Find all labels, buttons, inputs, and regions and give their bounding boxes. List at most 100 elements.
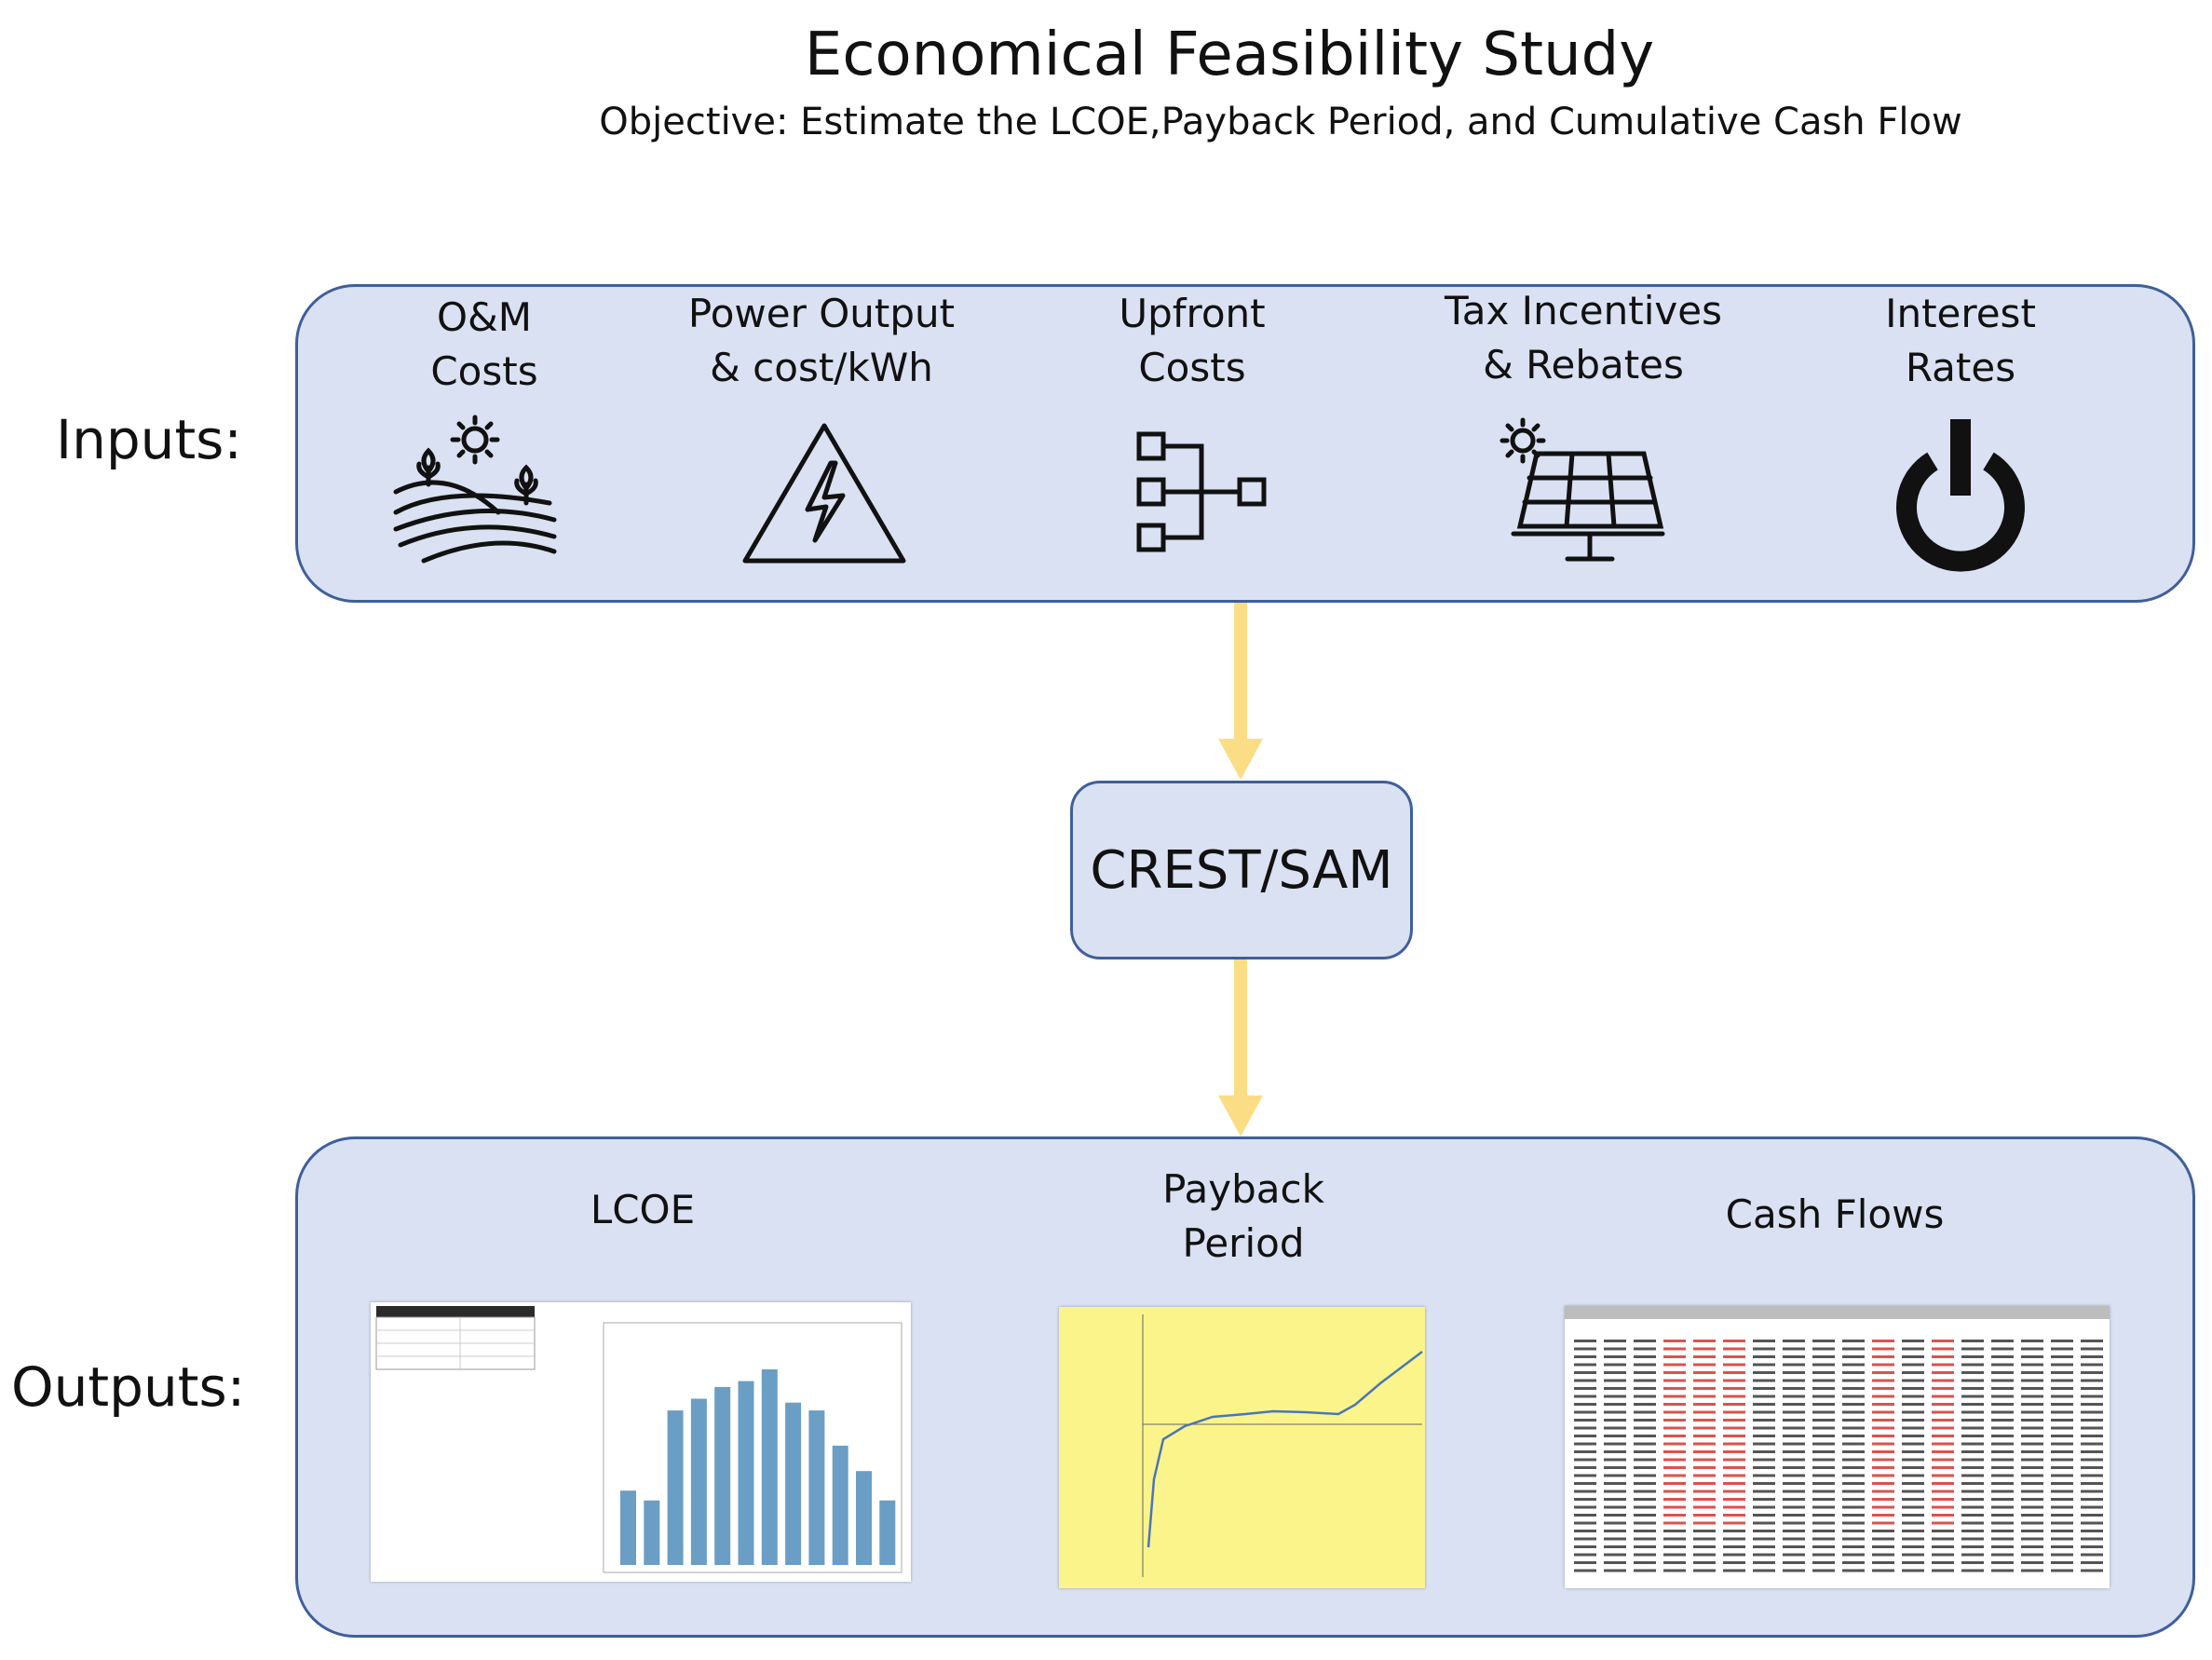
table-cell: [1991, 1553, 2014, 1557]
table-cell: [1753, 1514, 1775, 1517]
table-cell: [1842, 1387, 1865, 1390]
table-cell: [1574, 1419, 1596, 1422]
table-cell: [1991, 1521, 2014, 1525]
table-cell: [1604, 1426, 1626, 1430]
table-cell: [1991, 1514, 2014, 1517]
cash-flow-table-thumbnail: [1565, 1306, 2110, 1588]
table-cell: [1723, 1419, 1745, 1422]
table-cell: [1872, 1395, 1894, 1398]
table-cell: [1842, 1466, 1865, 1469]
table-cell: [1872, 1490, 1894, 1493]
table-cell: [2021, 1347, 2043, 1351]
table-cell: [2081, 1474, 2103, 1477]
table-cell: [2051, 1458, 2073, 1462]
table-cell: [1574, 1410, 1596, 1414]
bar: [714, 1386, 731, 1565]
input-label-line1: Power Output: [687, 291, 956, 336]
table-cell: [2081, 1395, 2103, 1398]
table-cell: [1723, 1553, 1745, 1557]
bar-chart-bars: [620, 1369, 896, 1565]
table-cell: [1991, 1482, 2014, 1485]
table-cell: [1634, 1490, 1656, 1493]
table-cell: [1812, 1347, 1835, 1351]
table-cell: [2051, 1442, 2073, 1446]
table-cell: [1634, 1466, 1656, 1469]
process-box-crest-sam: CREST/SAM: [1070, 781, 1413, 959]
table-cell: [2081, 1363, 2103, 1367]
table-cell: [1932, 1371, 1954, 1374]
table-cell: [1693, 1395, 1716, 1398]
table-cell: [1872, 1466, 1894, 1469]
table-cell: [2051, 1530, 2073, 1532]
table-cell: [1663, 1458, 1686, 1462]
table-cell: [1902, 1340, 1924, 1342]
table-cell: [1663, 1355, 1686, 1358]
table-cell: [1574, 1395, 1596, 1398]
flow-arrow-shaft: [1234, 603, 1247, 741]
table-cell: [1723, 1466, 1745, 1469]
table-cell: [2051, 1450, 2073, 1453]
table-cell: [2021, 1521, 2043, 1525]
table-cell: [1693, 1498, 1716, 1501]
table-cell: [1812, 1545, 1835, 1548]
table-cell: [2051, 1426, 2073, 1430]
table-cell: [1902, 1530, 1924, 1532]
table-cell: [1783, 1514, 1805, 1517]
table-cell: [1753, 1482, 1775, 1485]
table-cell: [1663, 1371, 1686, 1374]
table-cell: [2021, 1553, 2043, 1557]
table-cell: [2081, 1514, 2103, 1517]
table-cell: [1932, 1347, 1954, 1351]
input-label-line1: O&M: [436, 294, 533, 340]
table-cell: [1634, 1347, 1656, 1351]
table-cell: [1723, 1474, 1745, 1477]
table-cell: [1961, 1514, 1984, 1517]
table-cell: [1693, 1561, 1716, 1564]
table-cell: [1812, 1474, 1835, 1477]
table-cell: [1842, 1482, 1865, 1485]
table-cell: [1574, 1498, 1596, 1501]
table-cell: [1693, 1340, 1716, 1342]
table-cell: [2051, 1545, 2073, 1548]
table-cell: [1634, 1482, 1656, 1485]
table-cell: [1634, 1545, 1656, 1548]
table-cell: [1604, 1482, 1626, 1485]
table-cell: [1902, 1442, 1924, 1446]
table-cell: [1753, 1419, 1775, 1422]
table-cell: [1753, 1410, 1775, 1414]
input-label-power-output: Power Output & cost/kWh: [672, 287, 970, 395]
input-label-line1: Upfront: [1119, 291, 1266, 336]
table-cell: [1634, 1363, 1656, 1367]
table-cell: [1634, 1442, 1656, 1446]
table-cell: [1842, 1379, 1865, 1382]
table-cell: [1842, 1395, 1865, 1398]
table-cell: [1783, 1340, 1805, 1342]
table-cell: [1961, 1482, 1984, 1485]
table-cell: [1872, 1482, 1894, 1485]
table-cell: [1753, 1387, 1775, 1390]
bar: [644, 1500, 660, 1565]
table-cell: [1693, 1403, 1716, 1406]
table-cell: [1872, 1553, 1894, 1557]
table-cell: [1634, 1410, 1656, 1414]
table-cell: [1842, 1490, 1865, 1493]
table-cell: [1872, 1569, 1894, 1572]
table-cell: [2051, 1403, 2073, 1406]
table-cell: [1932, 1355, 1954, 1358]
table-cell: [1693, 1482, 1716, 1485]
table-cell: [1693, 1458, 1716, 1462]
table-cell: [1991, 1498, 2014, 1501]
table-cell: [1574, 1466, 1596, 1469]
table-cell: [2051, 1505, 2073, 1509]
table-cell: [1961, 1347, 1984, 1351]
table-cell: [1961, 1537, 1984, 1541]
table-cell: [2081, 1466, 2103, 1469]
table-cell: [1812, 1505, 1835, 1509]
table-cell: [1961, 1363, 1984, 1367]
table-cell: [1693, 1371, 1716, 1374]
table-cell: [1663, 1490, 1686, 1493]
table-cell: [1783, 1553, 1805, 1557]
bar: [785, 1402, 802, 1565]
table-cell: [1634, 1435, 1656, 1437]
table-cell: [1604, 1435, 1626, 1437]
